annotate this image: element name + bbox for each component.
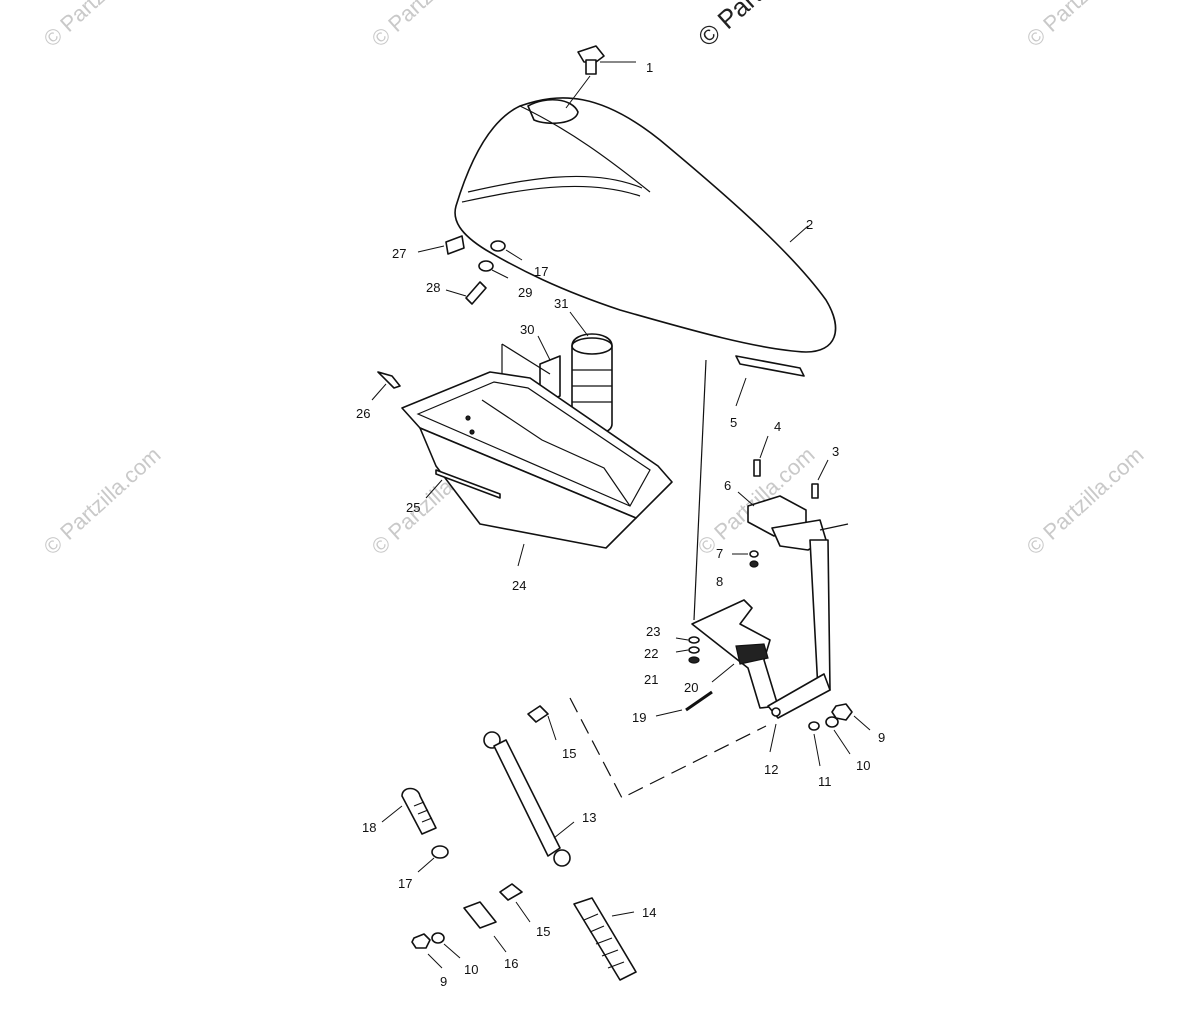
- callout-22: 22: [644, 646, 658, 661]
- callout-20: 20: [684, 680, 698, 695]
- part-9-nut-lower: [411, 933, 443, 969]
- callout-17-upper: 17: [534, 264, 548, 279]
- callout-15-upper: 15: [562, 746, 576, 761]
- part-15-stud-upper: [527, 705, 557, 741]
- part-2-hood: [454, 75, 837, 353]
- part-11-nut-right: [808, 721, 821, 767]
- watermark-tile-4: © Partzilla.com: [1022, 442, 1149, 560]
- callout-10-lower: 10: [464, 962, 478, 977]
- part-22-washer: [675, 646, 700, 654]
- part-14-grip: [573, 897, 637, 981]
- callout-31: 31: [554, 296, 568, 311]
- callout-7: 7: [716, 546, 723, 561]
- part-25-strip: [425, 469, 501, 499]
- callout-12: 12: [764, 762, 778, 777]
- watermark-corner-left: © Partz: [39, 0, 110, 52]
- callout-30: 30: [520, 322, 534, 337]
- part-3-bolt: [811, 459, 829, 499]
- callout-6: 6: [724, 478, 731, 493]
- part-5-seal: [735, 355, 805, 407]
- callout-11: 11: [818, 774, 832, 789]
- part-8-nut: [749, 560, 759, 568]
- callout-3: 3: [832, 444, 839, 459]
- part-15-stud-lower: [499, 883, 531, 923]
- part-13-gas-spring: [483, 731, 575, 867]
- callout-labels: 1 2 3 4 5 6 7 8 9 9 10 10 11 12 13 14 15…: [356, 60, 885, 989]
- callout-26: 26: [356, 406, 370, 421]
- part-26-screw: [371, 371, 401, 401]
- callout-17-lower: 17: [398, 876, 412, 891]
- part-9-nut-right: [831, 703, 871, 731]
- callout-10-right: 10: [856, 758, 870, 773]
- part-29-nut: [478, 260, 509, 279]
- part-10-washer-lower: [431, 932, 461, 959]
- callout-8: 8: [716, 574, 723, 589]
- part-21-nut: [688, 656, 700, 664]
- callout-25: 25: [406, 500, 420, 515]
- part-10-washer-right: [825, 716, 851, 755]
- arm-vertical: [809, 539, 831, 691]
- callout-4: 4: [774, 419, 781, 434]
- callout-27: 27: [392, 246, 406, 261]
- callout-9-right: 9: [878, 730, 885, 745]
- callout-21: 21: [644, 672, 658, 687]
- callout-15-lower: 15: [536, 924, 550, 939]
- watermark-corner-mid: © Partz: [367, 0, 438, 52]
- callout-28: 28: [426, 280, 440, 295]
- watermark-corner-right: © Partz: [1022, 0, 1093, 52]
- callout-23: 23: [646, 624, 660, 639]
- callout-1: 1: [646, 60, 653, 75]
- watermark-tile-1: © Partzilla.com: [39, 442, 166, 560]
- callout-18: 18: [362, 820, 376, 835]
- part-12-linkage: [767, 673, 831, 753]
- part-4-bolt: [753, 435, 769, 477]
- part-17-washer-lower: [417, 845, 449, 873]
- part-1-cap: [577, 45, 636, 75]
- part-27-pad: [417, 235, 465, 255]
- watermark-top: © Partzilla: [692, 0, 801, 52]
- part-19-pin: [655, 690, 713, 717]
- callout-16: 16: [504, 956, 518, 971]
- callout-14: 14: [642, 905, 656, 920]
- callout-24: 24: [512, 578, 526, 593]
- part-17-washer-upper: [490, 240, 523, 261]
- callout-13: 13: [582, 810, 596, 825]
- callout-9-lower: 9: [440, 974, 447, 989]
- part-18-bolt: [381, 787, 437, 835]
- part-20-handle: [691, 599, 779, 709]
- part-23-washer: [675, 636, 700, 644]
- callout-29: 29: [518, 285, 532, 300]
- callout-5: 5: [730, 415, 737, 430]
- reference-line: [693, 359, 707, 621]
- part-28-bolt: [445, 281, 487, 305]
- connection-line: [569, 697, 767, 799]
- callout-2: 2: [806, 217, 813, 232]
- callout-19: 19: [632, 710, 646, 725]
- part-24-storage-tub: [401, 371, 673, 567]
- part-7-washer: [732, 550, 759, 558]
- part-16-bracket: [463, 901, 507, 953]
